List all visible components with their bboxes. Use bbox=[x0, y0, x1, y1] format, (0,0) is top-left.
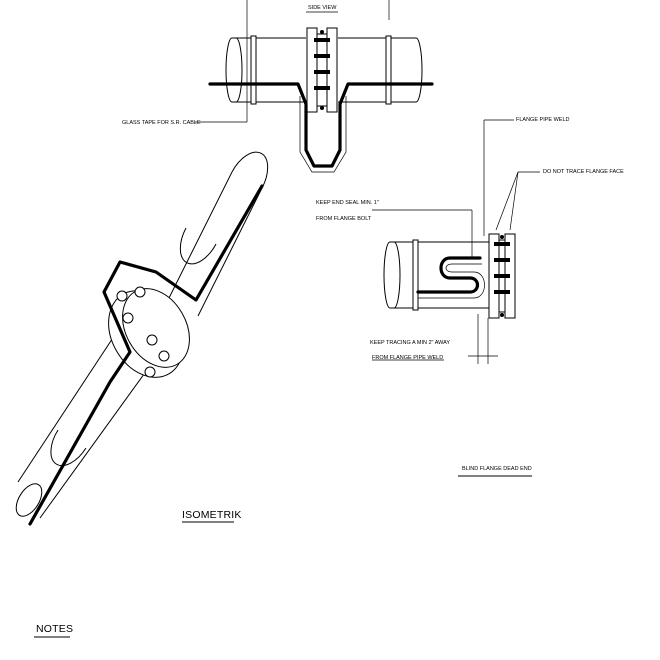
side-view-drawing: GLASS TAPE FOR S.R. CABLE SIDE VIEW bbox=[122, 0, 434, 173]
side-view-label: SIDE VIEW bbox=[308, 5, 337, 11]
flange-pipe-weld-label: FLANGE PIPE WELD bbox=[516, 117, 570, 123]
isometric-drawing: ISOMETRIK bbox=[15, 151, 269, 526]
from-flange-bolt-label: FROM FLANGE BOLT bbox=[316, 216, 372, 222]
notes-heading: NOTES bbox=[36, 623, 73, 635]
blind-flange-drawing: FLANGE PIPE WELD DO NOT TRACE FLANGE FAC… bbox=[316, 117, 624, 477]
keep-tracing-label: KEEP TRACING A MIN 2" AWAY bbox=[370, 340, 450, 346]
glass-tape-label: GLASS TAPE FOR S.R. CABLE bbox=[122, 120, 201, 126]
blind-flange-title: BLIND FLANGE DEAD END bbox=[462, 466, 532, 472]
side-view-bolts bbox=[314, 30, 330, 110]
isometrik-title: ISOMETRIK bbox=[182, 509, 242, 521]
isometric-bolts bbox=[116, 286, 170, 378]
keep-end-seal-label: KEEP END SEAL MIN. 1" bbox=[316, 200, 379, 206]
do-not-trace-label: DO NOT TRACE FLANGE FACE bbox=[543, 169, 624, 175]
from-flange-pipe-weld-label: FROM FLANGE PIPE WELD bbox=[372, 355, 443, 361]
blind-flange-bolts bbox=[494, 235, 510, 317]
